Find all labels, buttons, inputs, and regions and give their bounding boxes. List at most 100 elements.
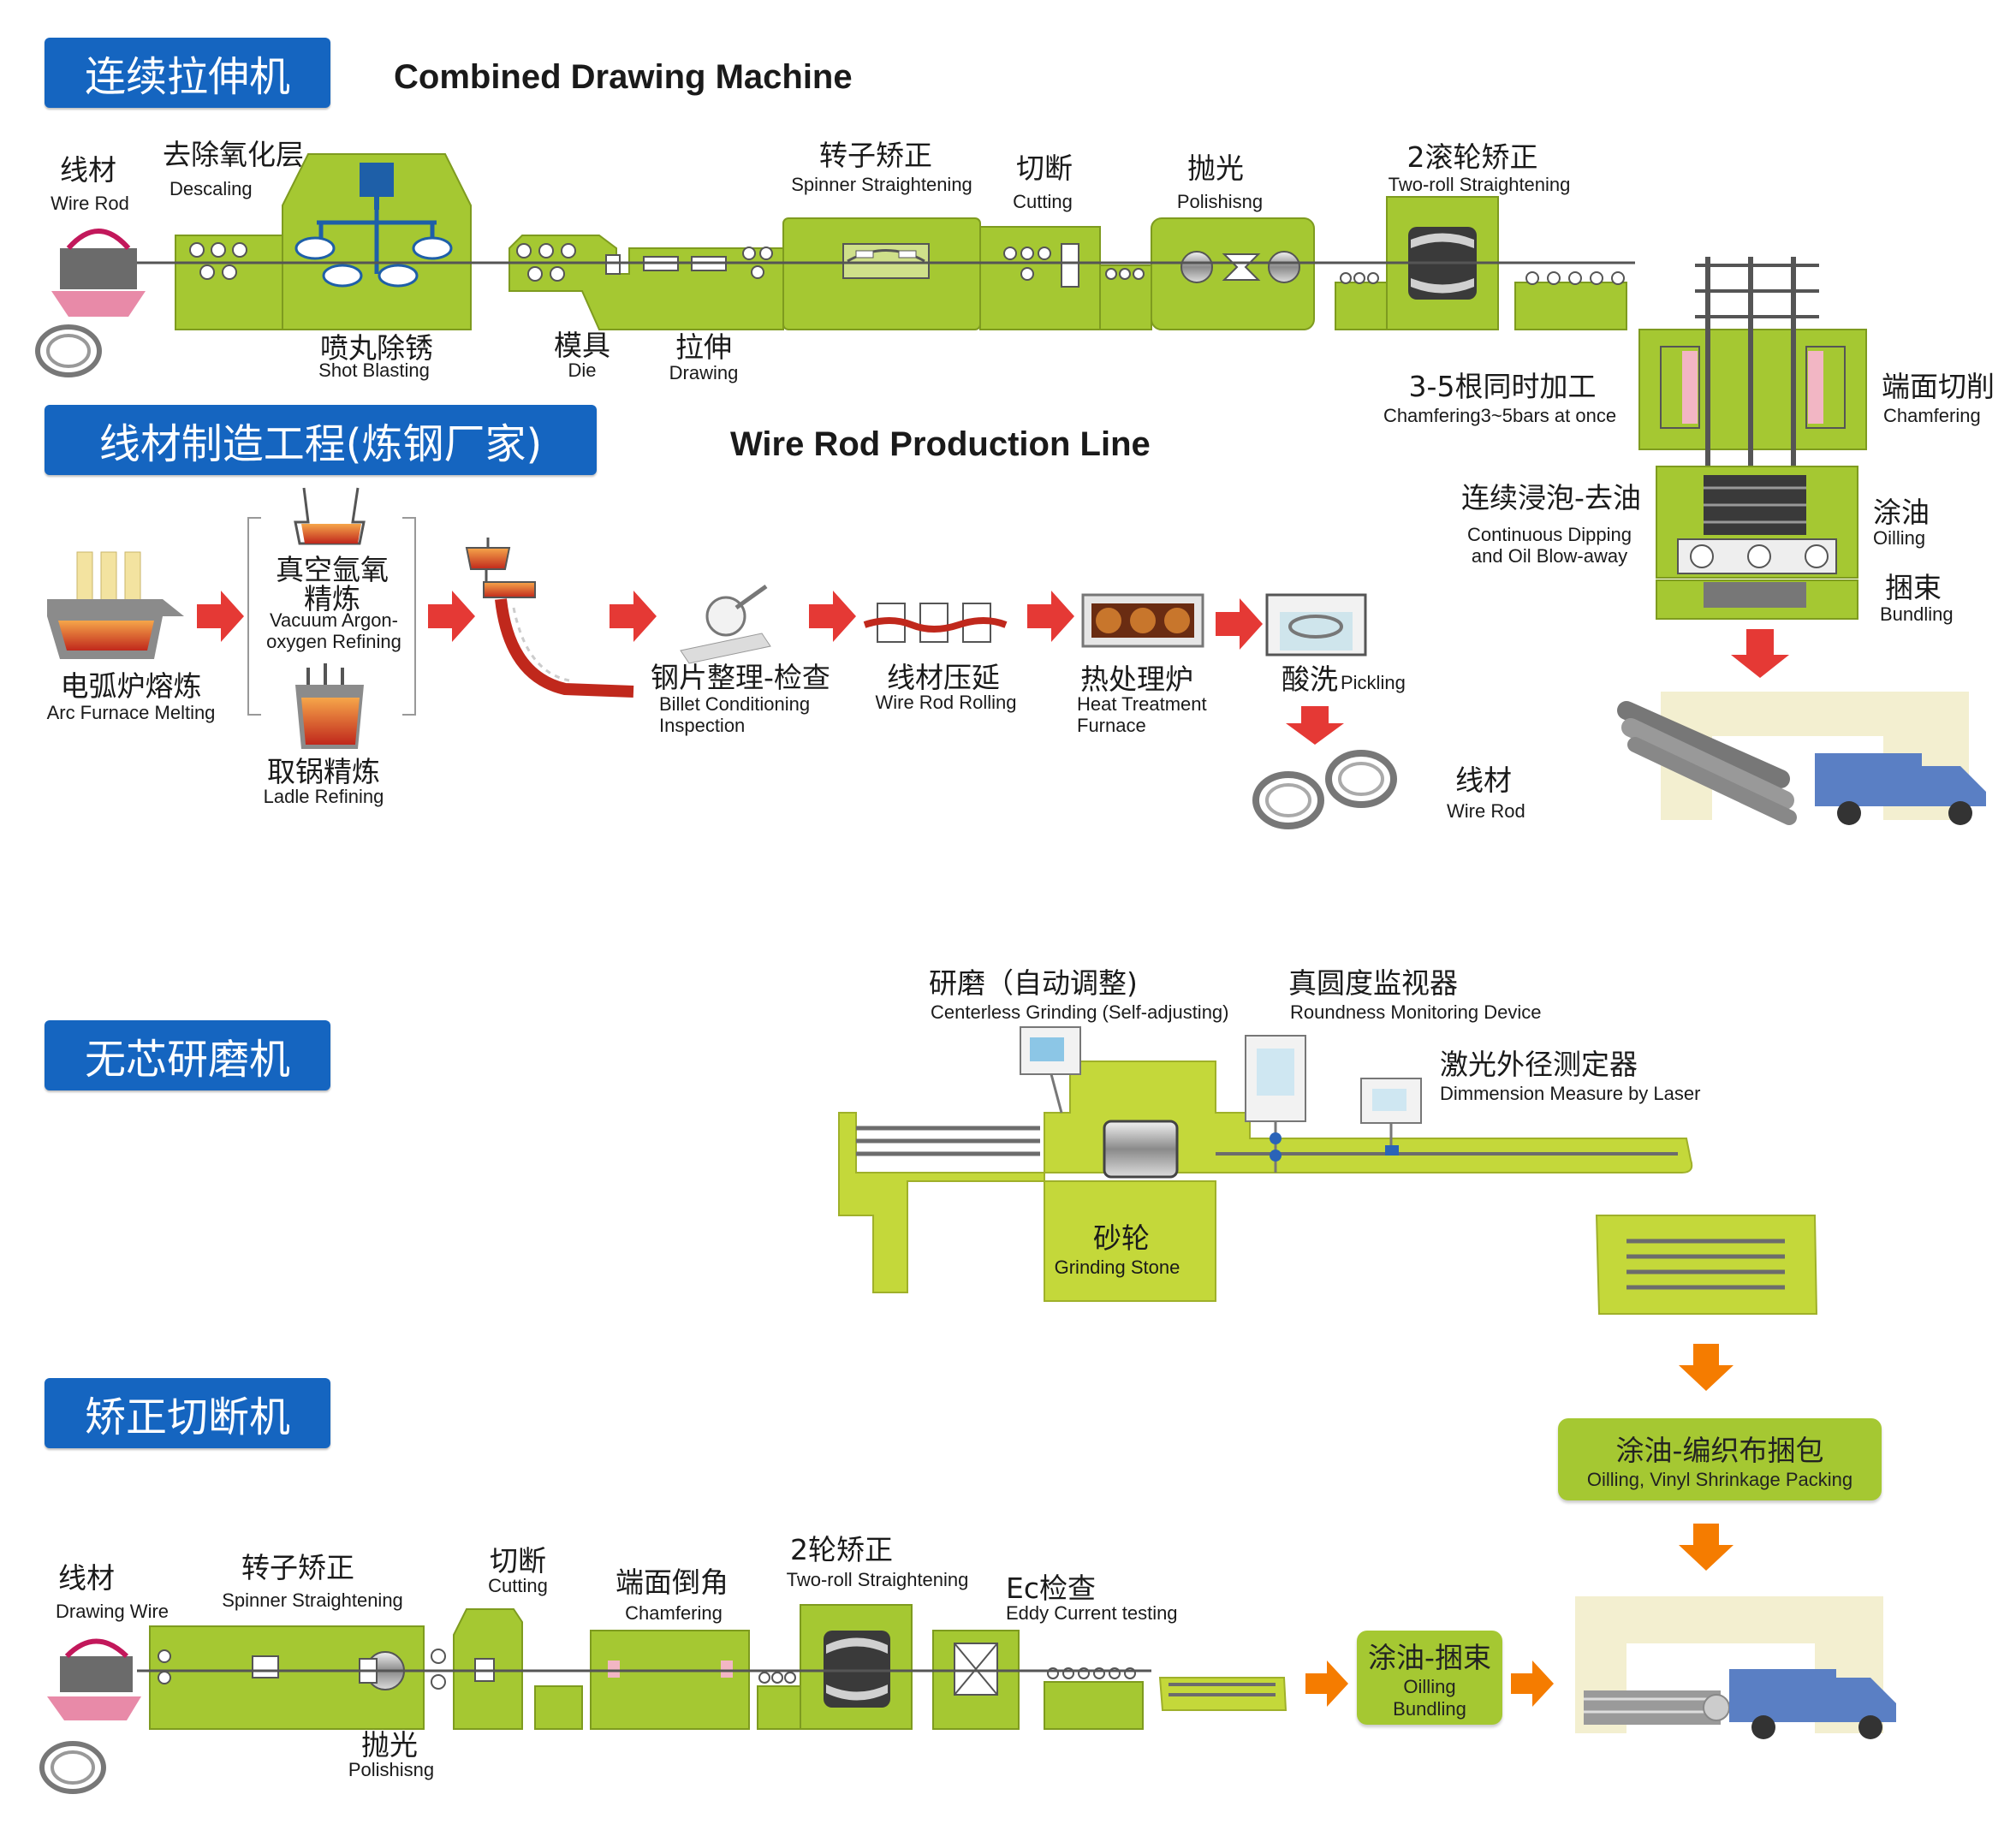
vacuum-refining-label-en-line2: oxygen Refining [266,631,401,652]
chamfer-unit [590,1630,750,1730]
packing-label-cn: 涂油-编织布捆包 [1615,1434,1824,1467]
rolling-label-en: Wire Rod Rolling [875,692,1017,713]
batch-chamfer-label-en: Chamfering3~5bars at once [1383,405,1617,426]
two-roll-label-cn: 2滚轮矫正 [1406,140,1538,174]
descaling-label-cn: 去除氧化层 [163,138,304,171]
spinner-label-cn: 转子矫正 [819,139,932,172]
chamfer-label-cn: 端面切削 [1882,370,1995,403]
section-header-drawing: 连续拉伸机 [45,38,330,108]
cutting-label-cn: 切断 [1016,152,1073,185]
oil-bundle-label-cn: 涂油-捆束 [1368,1641,1491,1674]
wire-rod-coils-icon [1252,750,1397,829]
right-arrow-icon [428,591,475,642]
truck-delivery-icon [1617,692,1986,825]
drawing-label-en: Drawing [669,362,739,383]
ladle-refining-label-en: Ladle Refining [263,786,384,807]
drawing-wire-label-cn: 线材 [58,1561,115,1595]
oiling-label-en: Oilling [1873,527,1926,549]
wire-rod-output-label-cn: 线材 [1455,763,1512,797]
oil-bundle-label-en-line1: Oilling [1403,1676,1456,1697]
straight-cutting-label-cn: 切断 [490,1544,546,1577]
arc-furnace-label-en: Arc Furnace Melting [46,702,216,723]
wirerod-line [47,487,1397,829]
cutting-unit [431,1608,583,1730]
output-conveyor [1514,271,1627,330]
batch-chamfer-label-cn: 3-5根同时加工 [1408,370,1597,403]
grinding-stone-label-en: Grinding Stone [1054,1257,1180,1278]
dipping-label-en-line2: and Oil Blow-away [1471,545,1628,567]
wire-rod-rolling-icon [863,603,1008,643]
down-arrow-icon [1679,1344,1734,1391]
centerless-grinding-label-cn: 研磨（自动调整) [929,966,1138,1000]
descaling-label-en: Descaling [169,178,253,199]
arc-furnace-icon [47,551,184,659]
straight-polishing-label-cn: 抛光 [361,1728,418,1762]
grinding-monitor-icon [1020,1026,1081,1114]
right-arrow-icon [1216,598,1263,650]
billet-label-en-line2: Inspection [659,715,746,736]
die-label-en: Die [568,359,597,381]
oil-bundle-label-en-line2: Bundling [1393,1698,1466,1720]
die-label-cn: 模具 [554,329,610,362]
final-truck-delivery-icon [1575,1596,1896,1739]
dipping-label-cn: 连续浸泡-去油 [1461,481,1641,514]
descaling-machine [175,153,472,330]
shot-blasting-label-en: Shot Blasting [318,359,430,381]
straight-two-roll-label-en: Two-roll Straightening [786,1569,969,1590]
wire-rod-output-label-en: Wire Rod [1447,800,1525,822]
eddy-current-label-cn: Ec检查 [1006,1571,1096,1605]
heat-treatment-label-en-line1: Heat Treatment [1077,693,1207,715]
right-arrow-icon [809,591,856,642]
spinner-straightening-machine [782,217,981,330]
polishing-label-cn: 抛光 [1187,152,1244,185]
arc-furnace-label-cn: 电弧炉熔炼 [60,669,202,703]
bundling-label-cn: 捆束 [1885,571,1942,604]
heat-treatment-furnace-icon [1081,593,1204,648]
two-roll-unit [757,1604,913,1730]
pickling-label-cn: 酸洗 [1282,662,1338,696]
spinner-straightening-label-en: Spinner Straightening [222,1589,403,1611]
shot-blasting-label-cn: 喷丸除锈 [320,331,433,365]
wire-rod-label-cn: 线材 [60,153,116,187]
packing-step: 涂油-编织布捆包 Oilling, Vinyl Shrinkage Packin… [1558,1418,1882,1500]
section-title-drawing: Combined Drawing Machine [394,58,853,96]
refining-group [247,487,416,749]
down-arrow-icon [1679,1524,1734,1571]
down-arrow-icon [1286,706,1344,745]
cutting-machine [979,226,1101,330]
billet-label-en-line1: Billet Conditioning [659,693,811,715]
rolling-label-cn: 线材压延 [887,661,1000,694]
section-header-straightening: 矫正切断机 [45,1378,330,1448]
straightening-line [39,1596,1896,1794]
heat-treatment-label-cn: 热处理炉 [1080,662,1193,696]
centerless-grinding-label-en: Centerless Grinding (Self-adjusting) [931,1001,1229,1023]
conveyor-unit [1044,1667,1288,1730]
roundness-monitor-icon [1245,1035,1306,1173]
laser-label-cn: 激光外径测定器 [1440,1048,1638,1081]
laser-gauge-icon [1360,1078,1422,1156]
grinding-stone-label-cn: 砂轮 [1093,1221,1150,1255]
packing-label-en: Oilling, Vinyl Shrinkage Packing [1586,1469,1853,1490]
spinner-straightening-label-cn: 转子矫正 [241,1551,354,1584]
straight-polishing-label-en: Polishisng [348,1759,435,1780]
right-arrow-icon [1027,591,1074,642]
section-title-wirerod: Wire Rod Production Line [730,425,1151,463]
straight-chamfer-label-en: Chamfering [625,1602,723,1624]
pickling-tank-icon [1265,593,1367,657]
vertical-rails [1695,257,1819,573]
straight-two-roll-label-cn: 2轮矫正 [790,1533,893,1566]
ladle-refining-label-cn: 取锅精炼 [267,755,380,788]
right-arrow-icon [197,591,244,642]
vacuum-refining-label-cn-line1: 真空氩氧 [276,553,389,586]
cutting-label-en: Cutting [1013,191,1073,212]
drawing-wire-label-en: Drawing Wire [56,1601,169,1622]
roundness-label-en: Roundness Monitoring Device [1290,1001,1542,1023]
chamfer-label-en: Chamfering [1883,405,1981,426]
right-arrow-icon [610,591,657,642]
continuous-casting-icon [465,538,634,698]
bundling-label-en: Bundling [1880,603,1954,625]
output-bin-icon [1595,1215,1818,1315]
two-roll-label-en: Two-roll Straightening [1388,174,1571,195]
wire-rod-coil-icon [35,229,146,377]
